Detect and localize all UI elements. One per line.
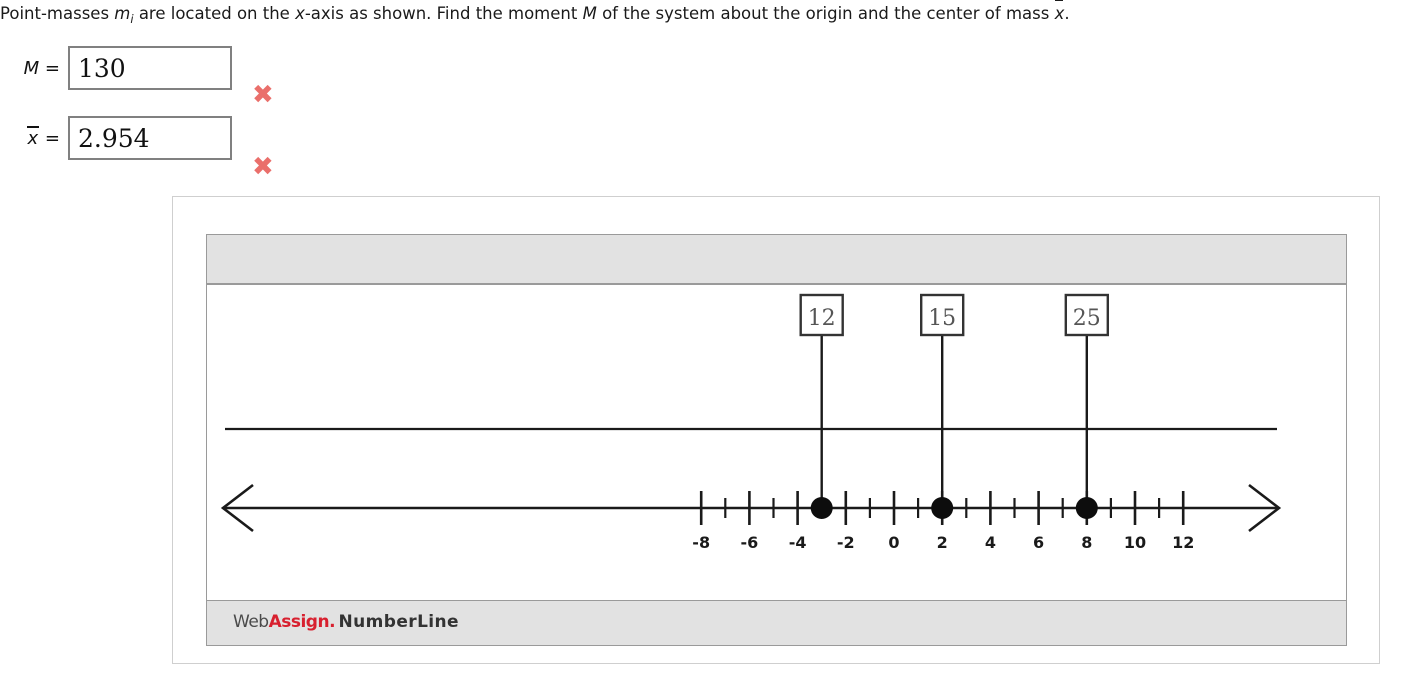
moment-label-symbol: M	[23, 57, 40, 79]
applet-outer-container: -8 -6 -4 -2 0 2 4 6 8 10 12 12 15 25 WebAssign.Number…	[172, 196, 1380, 664]
brand-app-name: NumberLine	[338, 612, 459, 632]
moment-input[interactable]	[68, 46, 232, 90]
question-text-5: .	[1064, 4, 1070, 23]
question-text-3: -axis as shown. Find the moment	[304, 4, 583, 23]
question-prompt: Point-masses mi are located on the x-axi…	[0, 0, 1410, 31]
axis-arrow-right-icon	[1248, 483, 1282, 533]
axis-tick-label: 4	[985, 533, 996, 552]
axis-tick-label: 0	[888, 533, 899, 552]
axis-tick-label: -8	[692, 533, 710, 552]
axis-tick-label: -4	[789, 533, 807, 552]
applet-canvas[interactable]: -8 -6 -4 -2 0 2 4 6 8 10 12 12 15 25	[207, 287, 1346, 598]
axis-tick-label: 2	[937, 533, 948, 552]
axis-tick-label: 6	[1033, 533, 1044, 552]
moment-incorrect-icon: ✖	[252, 80, 274, 110]
mass-label-value: 12	[808, 306, 836, 331]
point-mass-dot[interactable]	[1075, 497, 1098, 519]
axis-tick-label: 12	[1172, 533, 1194, 552]
webassign-brand: WebAssign.NumberLine	[233, 612, 459, 632]
answer-row-center-of-mass: x =	[8, 116, 232, 160]
symbol-x-axis: x	[295, 4, 305, 23]
brand-assign-text: Assign	[268, 612, 330, 632]
symbol-x-bar: x	[1054, 0, 1064, 26]
point-mass-dot[interactable]	[931, 497, 954, 519]
question-text-4: of the system about the origin and the c…	[596, 4, 1055, 23]
mass-label-value: 15	[928, 306, 956, 331]
moment-label: M =	[8, 58, 68, 79]
axis-tick-label: -6	[741, 533, 759, 552]
mass-label-box[interactable]	[1064, 293, 1109, 337]
axis-arrow-left-icon	[220, 483, 254, 533]
symbol-moment-M: M	[582, 4, 597, 23]
numberline-applet-panel: -8 -6 -4 -2 0 2 4 6 8 10 12 12 15 25 WebAssign.Number…	[206, 234, 1347, 646]
question-text-1: Point-masses	[0, 4, 115, 23]
axis-tick-label: -2	[837, 533, 855, 552]
symbol-m: m	[114, 4, 131, 23]
applet-footer: WebAssign.NumberLine	[207, 600, 1346, 645]
mass-label-box[interactable]	[920, 293, 965, 337]
brand-dot: .	[329, 612, 336, 632]
answer-row-moment: M =	[8, 46, 232, 90]
brand-web-text: Web	[233, 612, 269, 632]
symbol-m-subscript: i	[130, 12, 134, 26]
question-text-2: are located on the	[133, 4, 296, 23]
axis-tick-label: 8	[1081, 533, 1092, 552]
mass-label-value: 25	[1073, 306, 1101, 331]
number-line-figure: -8 -6 -4 -2 0 2 4 6 8 10 12 12 15 25	[220, 293, 1282, 552]
center-of-mass-input[interactable]	[68, 116, 232, 160]
mass-label-box[interactable]	[799, 293, 844, 337]
applet-toolbar[interactable]	[207, 235, 1346, 285]
point-mass-dot[interactable]	[810, 497, 833, 519]
center-of-mass-label: x =	[8, 125, 68, 149]
center-of-mass-incorrect-icon: ✖	[252, 152, 274, 182]
center-of-mass-label-equals: =	[44, 127, 60, 149]
center-of-mass-label-symbol: x	[26, 125, 39, 149]
axis-tick-label: 10	[1124, 533, 1146, 552]
moment-label-equals: =	[44, 57, 60, 79]
